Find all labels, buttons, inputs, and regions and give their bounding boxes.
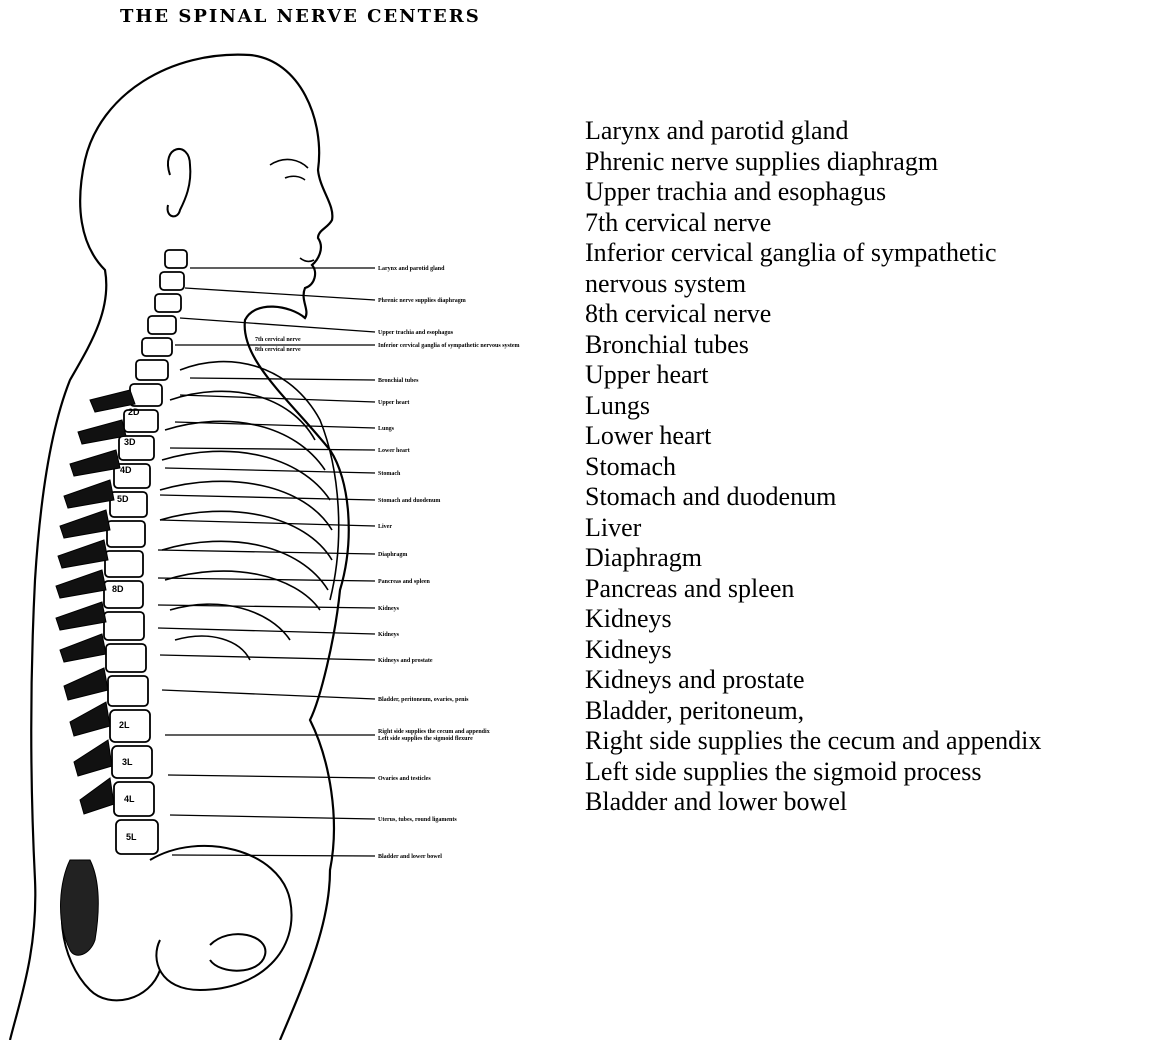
small-labels: Larynx and parotid gland Phrenic nerve s… [378, 266, 520, 860]
small-label: Bladder and lower bowel [378, 854, 442, 860]
vertebra-label: 3L [122, 757, 133, 767]
pointer-lines [158, 268, 375, 856]
diagram-title: THE SPINAL NERVE CENTERS [120, 6, 481, 27]
vertebra-label: 5L [126, 832, 137, 842]
legend-item: 8th cervical nerve [585, 299, 1041, 330]
legend-item: Kidneys [585, 604, 1041, 635]
legend-list: Larynx and parotid gland Phrenic nerve s… [585, 116, 1041, 818]
small-label: Kidneys [378, 606, 400, 612]
ribcage-drawing [160, 362, 339, 660]
legend-item: Upper heart [585, 360, 1041, 391]
legend-item: Larynx and parotid gland [585, 116, 1041, 147]
legend-item: Phrenic nerve supplies diaphragm [585, 147, 1041, 178]
small-label: Kidneys [378, 632, 400, 638]
legend-item: nervous system [585, 269, 1041, 300]
side-label-7th-cervical: 7th cervical nerve [255, 337, 301, 343]
legend-item: Bladder and lower bowel [585, 787, 1041, 818]
small-label: Liver [378, 524, 392, 530]
side-label-8th-cervical: 8th cervical nerve [255, 347, 301, 353]
vertebra-label: 5D [117, 494, 129, 504]
legend-item: Diaphragm [585, 543, 1041, 574]
vertebra-label: 2L [119, 720, 130, 730]
small-label: Phrenic nerve supplies diaphragm [378, 298, 466, 304]
small-label: Kidneys and prostate [378, 658, 433, 664]
small-label: Lungs [378, 426, 395, 432]
small-label: Larynx and parotid gland [378, 266, 445, 272]
vertebra-label: 8D [112, 584, 124, 594]
legend-item: Lower heart [585, 421, 1041, 452]
legend-item: Inferior cervical ganglia of sympathetic [585, 238, 1041, 269]
vertebra-label: 4L [124, 794, 135, 804]
legend-item: Stomach [585, 452, 1041, 483]
legend-item: Pancreas and spleen [585, 574, 1041, 605]
legend-item: Lungs [585, 391, 1041, 422]
small-label: Upper trachia and esophagus [378, 330, 454, 336]
small-label: Pancreas and spleen [378, 579, 431, 585]
spine-column [104, 250, 187, 854]
legend-item: 7th cervical nerve [585, 208, 1041, 239]
small-label: Uterus, tubes, round ligaments [378, 817, 457, 823]
small-label: Lower heart [378, 448, 410, 454]
legend-item: Kidneys and prostate [585, 665, 1041, 696]
vertebra-label: 3D [124, 437, 136, 447]
vertebra-label: 2D [128, 407, 140, 417]
small-label: Stomach [378, 471, 401, 477]
legend-item: Stomach and duodenum [585, 482, 1041, 513]
small-label: Inferior cervical ganglia of sympathetic… [378, 343, 520, 349]
sacrum-drawing [61, 860, 99, 955]
legend-item: Liver [585, 513, 1041, 544]
legend-item: Right side supplies the cecum and append… [585, 726, 1041, 757]
legend-item: Bladder, peritoneum, [585, 696, 1041, 727]
vertebra-label: 4D [120, 465, 132, 475]
small-label: Stomach and duodenum [378, 498, 440, 504]
small-label: Diaphragm [378, 552, 407, 558]
small-label: Ovaries and testicles [378, 776, 431, 782]
small-label: Bladder, peritoneum, ovaries, penis [378, 697, 469, 703]
legend-item: Upper trachia and esophagus [585, 177, 1041, 208]
legend-item: Left side supplies the sigmoid process [585, 757, 1041, 788]
anatomy-figure: Larynx and parotid gland Phrenic nerve s… [0, 30, 590, 1040]
small-label: Right side supplies the cecum and append… [378, 729, 490, 735]
small-label: Bronchial tubes [378, 378, 419, 384]
legend-item: Kidneys [585, 635, 1041, 666]
small-label: Upper heart [378, 400, 409, 406]
legend-item: Bronchial tubes [585, 330, 1041, 361]
ear-drawing [168, 149, 191, 216]
face-detail [270, 159, 314, 261]
small-label: Left side supplies the sigmoid flexure [378, 736, 473, 742]
